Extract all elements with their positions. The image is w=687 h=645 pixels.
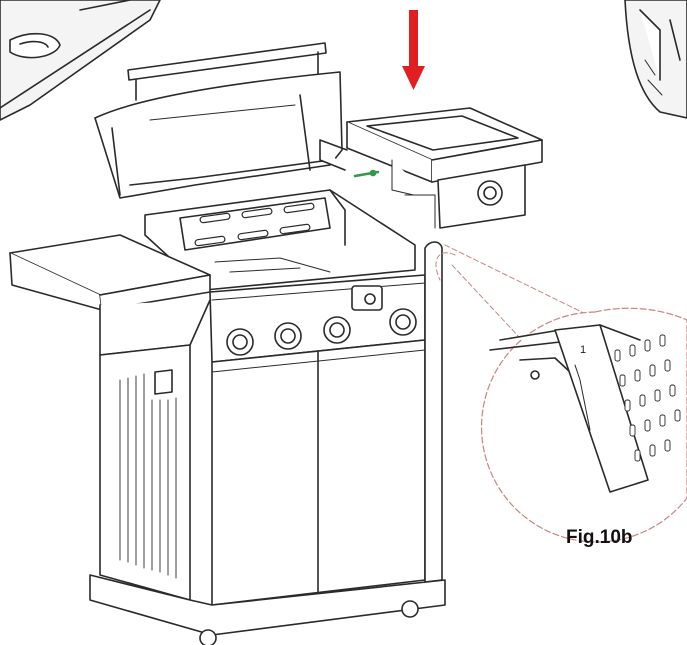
caster-wheel [401, 600, 419, 618]
firebox [144, 189, 416, 291]
callout-number: 1 [580, 344, 586, 356]
perforation-pattern [119, 373, 177, 579]
detail-screw [530, 370, 540, 380]
caster-wheel [199, 629, 217, 645]
ignition-button [364, 293, 376, 305]
partial-view-top-left [0, 0, 161, 121]
cabinet-vent [154, 369, 173, 395]
left-side-shelf [9, 234, 211, 356]
detail-perforations [614, 334, 681, 462]
right-post [424, 241, 443, 583]
detail-circle [480, 307, 687, 543]
grate-slots [194, 202, 315, 247]
side-burner [319, 107, 543, 229]
partial-view-top-right [624, 0, 687, 119]
cart-base [89, 574, 446, 636]
cabinet [89, 241, 446, 645]
control-knobs [226, 308, 417, 356]
grill-lid [94, 71, 343, 199]
control-panel [209, 274, 426, 363]
figure-label: Fig.10b [566, 527, 633, 548]
detail-guide-lines [435, 244, 599, 339]
screw-hardware-icon [353, 169, 380, 178]
red-down-arrow-icon [402, 10, 425, 90]
